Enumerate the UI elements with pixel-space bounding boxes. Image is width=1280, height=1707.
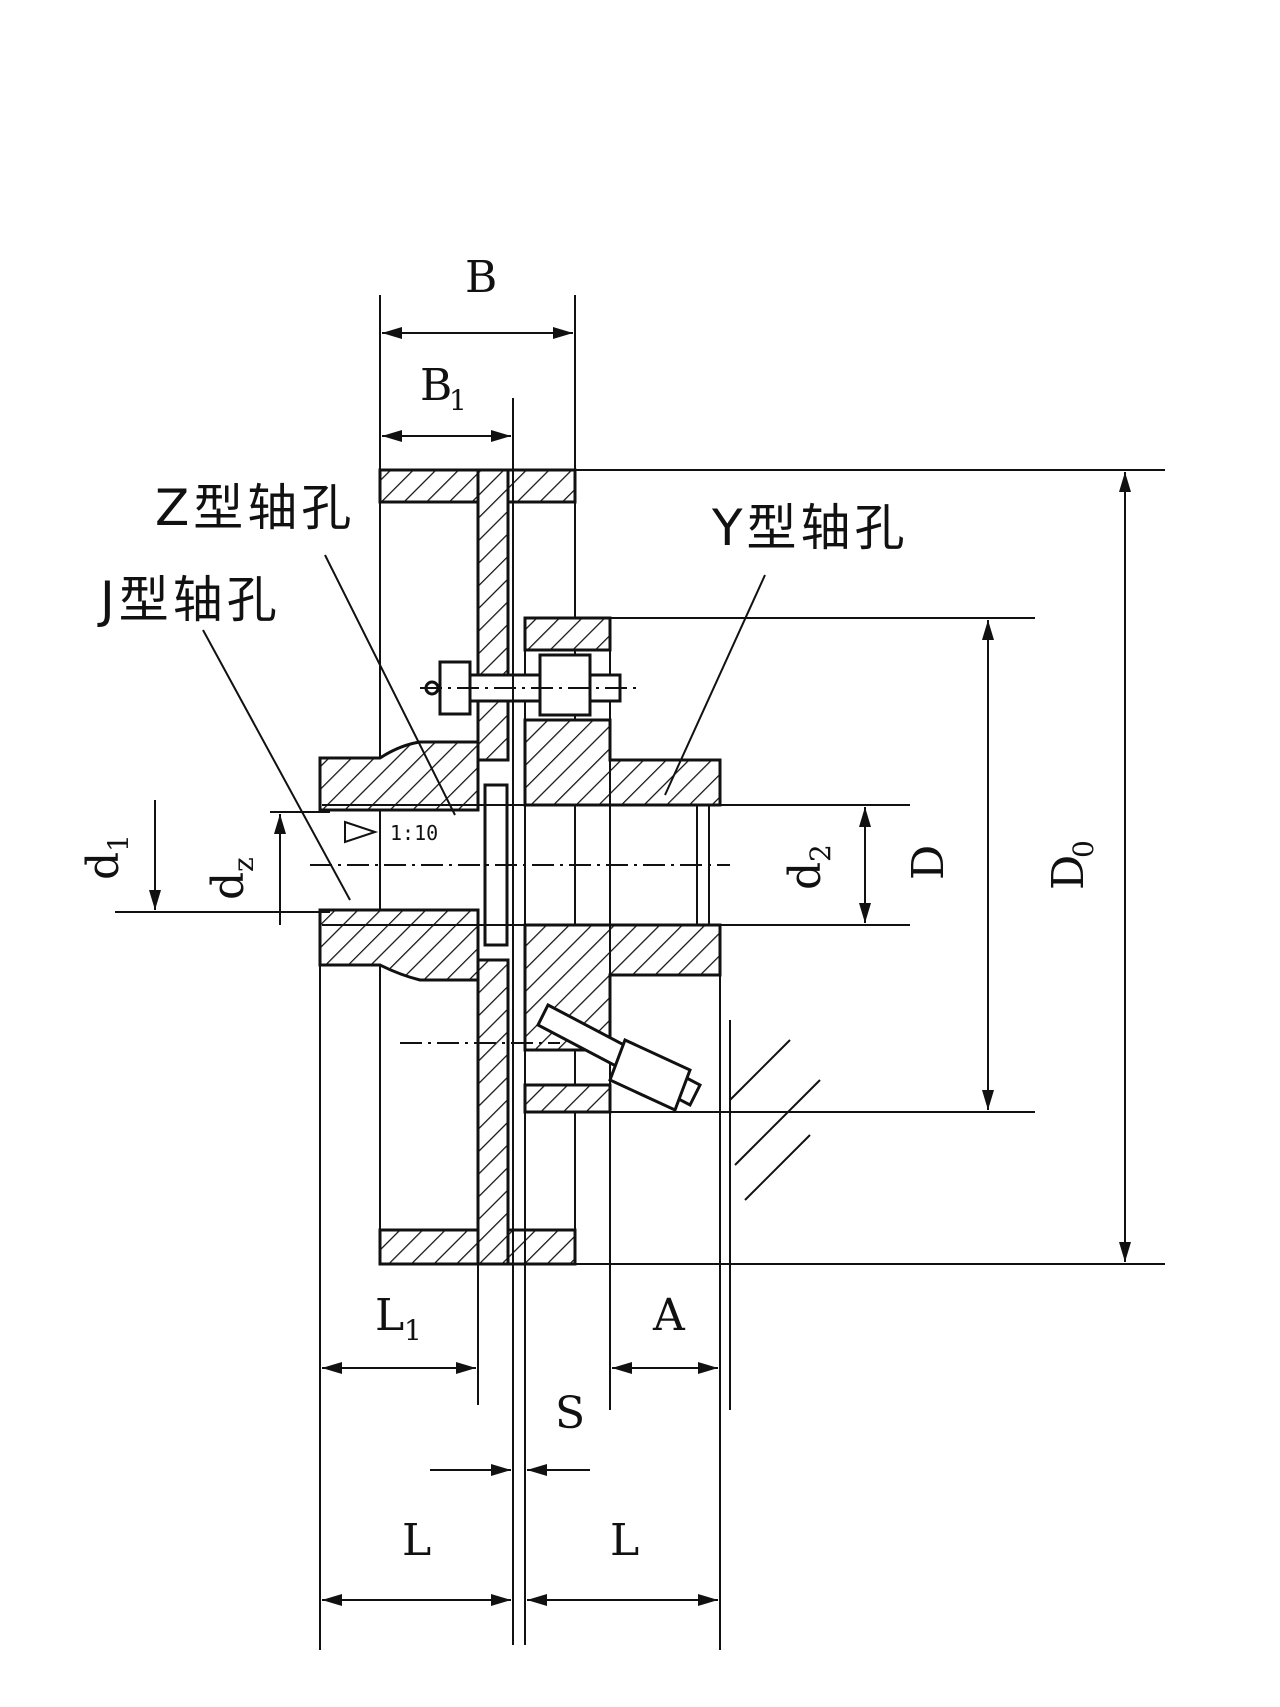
label-B1-sub: 1 [449, 384, 467, 417]
label-dz-sub: z [227, 857, 260, 872]
label-D0-sub: 0 [1067, 840, 1100, 858]
label-L1: L [375, 1290, 404, 1341]
label-d2: d [780, 862, 831, 890]
label-D: D [903, 845, 954, 880]
label-B: B [465, 252, 497, 303]
label-d2-sub: 2 [804, 844, 837, 862]
dimension-lines [149, 295, 1165, 1650]
upper-pin [424, 653, 622, 717]
label-d1: d [78, 852, 129, 880]
label-d1-sub: 1 [102, 834, 135, 852]
label-dz: d [203, 872, 254, 900]
label-A: A [652, 1290, 686, 1341]
label-D0: D [1043, 855, 1094, 890]
labels: B B 1 Z型轴孔 J型轴孔 Y型轴孔 d 1 d z d 2 D D 0 L… [78, 252, 1100, 1566]
label-L-right: L [610, 1515, 639, 1566]
label-S: S [555, 1388, 585, 1439]
label-L1-sub: 1 [404, 1314, 422, 1347]
brake-wheel [318, 468, 577, 1266]
label-y-bore: Y型轴孔 [711, 499, 909, 557]
center-lines [115, 398, 910, 1645]
label-L-left: L [402, 1515, 431, 1566]
taper-ratio: 1:10 [390, 821, 438, 845]
leader-lines [202, 554, 766, 901]
label-j-bore: J型轴孔 [97, 571, 281, 629]
taper-mark: 1:10 [344, 820, 438, 845]
label-B1: B [420, 360, 452, 411]
lower-pin [536, 1002, 702, 1113]
label-z-bore: Z型轴孔 [155, 479, 355, 537]
